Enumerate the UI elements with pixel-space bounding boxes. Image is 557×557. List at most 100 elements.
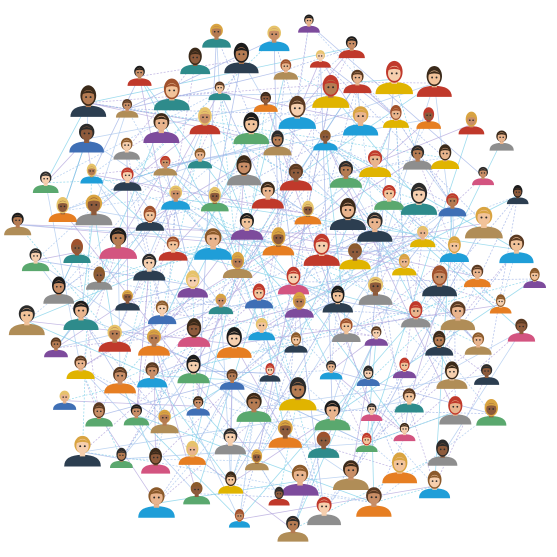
avatar-hair-fringe	[157, 303, 168, 307]
avatar-neck	[484, 374, 489, 378]
avatar-eye	[259, 324, 261, 327]
connection-link	[354, 256, 501, 306]
avatar-eye	[111, 332, 114, 335]
avatar-eye	[347, 169, 349, 171]
avatar-face	[429, 474, 440, 488]
avatar-eye	[484, 370, 486, 372]
avatar-neck	[282, 433, 288, 439]
connection-link	[295, 81, 358, 179]
avatar-hair-fringe	[497, 132, 507, 136]
avatar-eye	[250, 401, 253, 404]
avatar-shirt	[183, 495, 211, 505]
avatar-face	[303, 204, 313, 215]
avatar-face	[472, 266, 482, 278]
avatar-shirt	[392, 267, 417, 276]
connection-link	[80, 215, 349, 369]
person-avatar-icon	[329, 198, 367, 231]
avatar-face	[75, 303, 87, 318]
person-avatar-icon	[150, 409, 179, 434]
avatar-eye	[255, 401, 258, 404]
avatar-hair-fringe	[412, 148, 423, 152]
avatar-eye	[410, 395, 412, 398]
avatar-eye	[153, 496, 156, 499]
connection-link	[35, 259, 155, 344]
avatar-eye	[85, 96, 88, 99]
avatar-eye	[396, 112, 399, 115]
person-avatar-icon	[63, 238, 91, 264]
avatar-eye	[92, 170, 94, 172]
person-avatar-icon	[138, 487, 175, 518]
avatar-hair-fringe	[399, 257, 409, 260]
avatar-hair-fringe	[143, 256, 156, 261]
connection-link	[193, 305, 300, 371]
avatar-eye	[402, 364, 404, 367]
connection-link	[278, 114, 298, 243]
person-avatar-icon	[329, 160, 363, 188]
person-avatar-icon	[208, 293, 234, 315]
person-avatar-icon	[364, 326, 388, 346]
avatar-eye	[349, 42, 351, 45]
avatar-eye	[146, 261, 149, 264]
connection-link	[295, 315, 416, 344]
avatar-face	[261, 93, 270, 104]
person-avatar-icon	[312, 74, 350, 108]
avatar-neck	[475, 275, 480, 280]
avatar-shirt	[32, 184, 59, 193]
avatar-eye	[446, 152, 448, 155]
person-avatar-icon	[431, 144, 460, 170]
avatar-eye	[259, 291, 262, 294]
avatar-hair-fringe	[364, 368, 373, 372]
avatar-face	[291, 100, 304, 116]
avatar-face	[80, 126, 93, 141]
avatar-eye	[296, 339, 299, 341]
avatar-eye	[248, 123, 250, 126]
person-avatar-icon	[472, 166, 495, 186]
avatar-face	[168, 238, 179, 251]
connection-link	[153, 129, 252, 344]
avatar-eye	[90, 203, 93, 206]
avatar-face	[327, 362, 335, 372]
connection-link	[55, 333, 195, 349]
avatar-hair-fringe	[400, 361, 409, 364]
avatar-eye	[455, 245, 458, 247]
avatar-neck	[355, 81, 360, 86]
avatar-shirt	[85, 281, 113, 290]
avatar-face	[257, 320, 267, 331]
avatar-eye	[190, 364, 193, 367]
person-avatar-icon	[186, 396, 210, 416]
person-avatar-icon	[438, 193, 467, 217]
avatar-face	[530, 271, 539, 280]
avatar-eye	[282, 428, 285, 431]
avatar-eye	[229, 375, 232, 377]
avatar-eye	[435, 76, 438, 79]
person-avatar-icon	[187, 148, 213, 169]
avatar-face	[227, 371, 237, 381]
avatar-shirt	[356, 378, 380, 386]
person-avatar-icon	[339, 243, 371, 270]
avatar-neck	[321, 444, 326, 450]
avatar-eye	[174, 243, 176, 246]
avatar-face	[94, 269, 104, 281]
person-avatar-icon	[244, 283, 274, 309]
avatar-shirt	[364, 338, 388, 346]
person-avatar-icon	[393, 422, 416, 442]
connection-link	[292, 445, 324, 530]
avatar-neck	[15, 223, 20, 228]
avatar-eye	[23, 314, 26, 317]
person-avatar-icon	[507, 318, 536, 342]
avatar-shirt	[472, 178, 495, 186]
avatar-hair-fringe	[188, 322, 200, 327]
avatar-eye	[195, 401, 198, 404]
connection-link	[325, 140, 501, 306]
person-avatar-icon	[177, 354, 210, 384]
avatar-neck	[415, 157, 420, 162]
avatar-eye	[352, 469, 355, 472]
avatar-shirt	[113, 151, 140, 160]
avatar-hair-fringe	[170, 188, 181, 192]
avatar-hair-fringe	[482, 366, 492, 370]
avatar-hair-fringe	[30, 250, 41, 254]
avatar-shirt	[427, 456, 458, 466]
avatar-shirt	[322, 302, 354, 313]
person-avatar-icon	[489, 130, 514, 151]
avatar-neck	[323, 140, 328, 144]
